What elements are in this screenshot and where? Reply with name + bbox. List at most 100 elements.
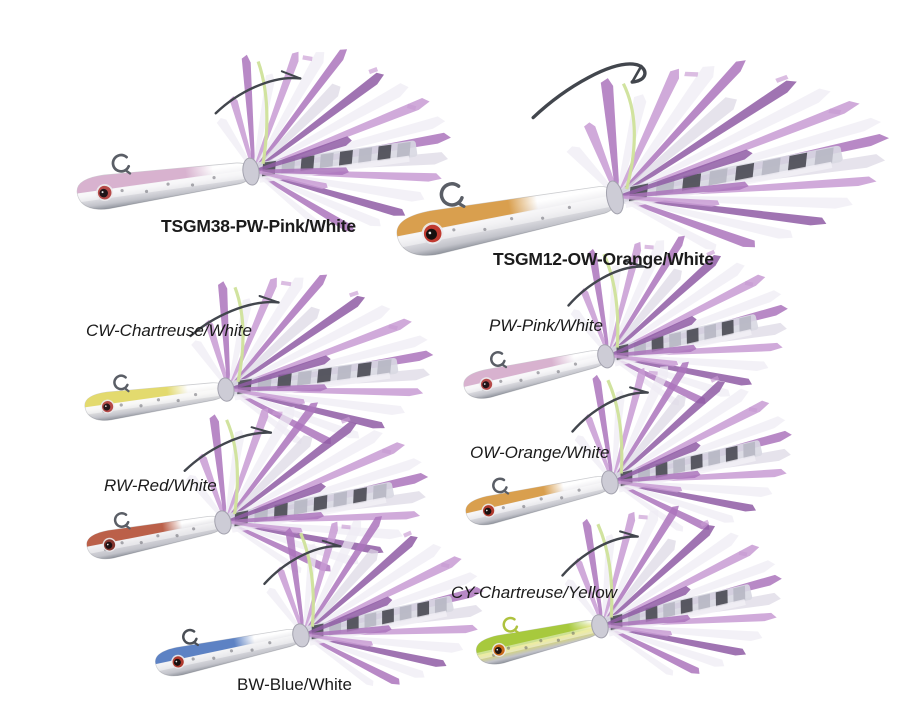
line-tie-loop [489,351,508,369]
skirt-strip [302,516,383,636]
lure-svg [153,516,484,686]
skirt-strip [574,435,614,483]
lure-eye [421,222,444,245]
lure-label-pw: PW-Pink/White [489,316,603,335]
skirt-strip [607,241,642,356]
skirt-specks [684,71,842,115]
skirt-strip [253,83,409,173]
skirt-strip [608,274,766,357]
skirt-thread [621,83,636,190]
line-tie-loop [492,477,510,495]
skirt-strip [191,340,231,390]
skirt-strip [608,354,679,367]
skirt-strip [602,624,674,676]
skirt-thread [606,379,624,474]
skirt-strip [224,520,302,573]
skirt-thread [225,419,239,515]
lure-eye [100,399,115,414]
skirt-strip [228,355,331,391]
lure-image-cw [65,268,455,460]
skirt-strip [225,430,383,523]
lure-image-cy [440,505,888,700]
skirt-strip [616,97,737,198]
fishing-hook-icon [561,530,639,577]
lure-graphic [393,60,890,256]
skirt-strip [617,195,720,207]
skirt-strip [303,633,374,686]
skirt-collar [597,344,615,369]
skirt-strip [303,535,418,636]
skirt-strip [616,195,717,251]
line-tie-loop [113,374,130,393]
fishing-hook-icon [567,260,645,307]
skirt-specks [648,370,758,413]
skirt-strip [241,54,256,172]
skirt-strip [617,181,749,199]
lure-label-cw: CW-Chartreuse/White [86,321,252,340]
skirt-strip [225,520,331,572]
skirt [191,274,434,445]
skirt-strip [252,52,325,172]
skirt-strip [253,169,381,227]
skirt-strip [252,73,275,172]
skirt-collar [214,510,232,535]
skirt-strip [253,167,349,175]
skirt-strip [611,380,726,483]
skirt-specks [638,514,748,557]
skirt-strip [228,388,331,445]
skirt [266,516,484,686]
skirt-strip [608,354,731,397]
skirt-strip [224,435,313,523]
skirt-strip [612,480,735,523]
skirt-strip [601,505,679,627]
skirt-strip [570,309,610,357]
lure-eye [492,642,507,657]
skirt-strip [616,195,756,248]
skirt-specks [302,55,417,111]
skirt [564,505,782,676]
skirt [566,60,890,251]
skirt-strip [584,414,615,483]
skirt-strip [225,442,405,524]
lure-svg [75,49,451,233]
lure-eye [479,377,494,392]
skirt-collar [605,180,624,215]
skirt-strip [612,400,770,483]
skirt-strip [582,518,605,626]
skirt [570,235,788,406]
lure-label-cy: CY-Chartreuse/Yellow [451,583,617,602]
skirt-strip [611,390,625,482]
skirt-strip [608,262,745,357]
fishing-hook-icon [214,70,302,115]
skirt-strip [584,122,620,198]
skirt-strip [616,65,715,198]
fishing-hook-icon [263,539,342,586]
skirt-strip [588,248,611,356]
skirt-strip [185,474,228,523]
skirt-strip [574,558,605,627]
skirt-strip [227,274,328,390]
skirt-strip [608,344,697,357]
skirt-strip [607,268,682,357]
skirt-strip [266,587,305,636]
skirt-strip [601,538,676,627]
skirt-strip [564,579,604,627]
lure-label-tsgm38-pw: TSGM38-PW-Pink/White [161,216,356,236]
skirt-strip [285,527,306,635]
skirt-strip [602,614,691,627]
skirt-strip [228,387,306,405]
skirt-thread [602,253,620,348]
skirt-strip [229,96,256,172]
skirt-strip [303,556,462,636]
skirt-strip [252,83,341,173]
skirt-strip [601,534,615,626]
lure-graphic [474,505,782,676]
lure-image-bw [130,516,484,703]
fishing-hook-icon [183,426,273,472]
skirt-collar [242,157,260,186]
skirt-collar [591,614,609,639]
skirt-strip [611,367,646,482]
skirt-collar [601,470,619,495]
skirt-strip [616,60,746,198]
skirt-strip [601,524,716,627]
